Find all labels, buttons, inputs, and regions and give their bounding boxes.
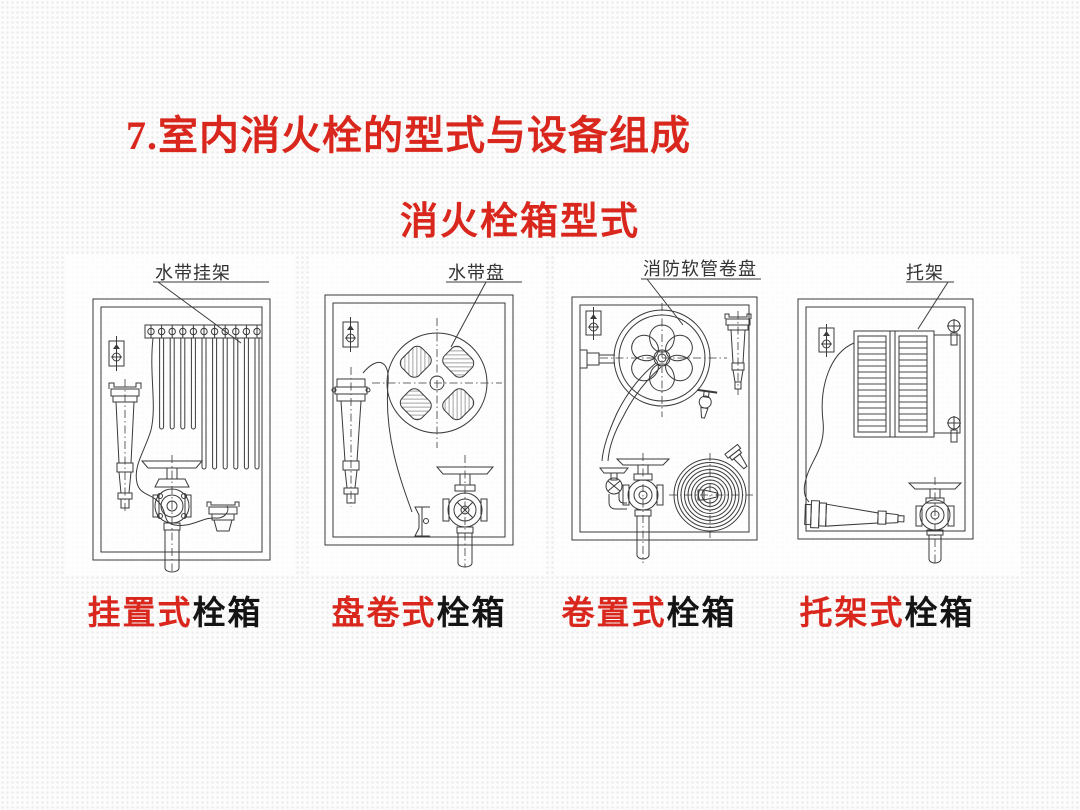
hose-coupling — [206, 501, 240, 532]
leader-line — [446, 281, 522, 348]
caption-type-text: 卷置式 — [561, 596, 667, 632]
cabinet-outline — [571, 296, 758, 541]
annotation-hose-reel-disc: 水带盘 — [448, 263, 505, 283]
fire-nozzle — [108, 379, 142, 513]
spoked-reel-wheel — [600, 303, 727, 417]
hose-rack-cabinet-drawing — [92, 281, 271, 573]
wall-bracket-clip — [414, 506, 430, 537]
soft-hose-curve — [601, 362, 662, 462]
reel-outlet-valve — [697, 388, 718, 419]
diagram-hanging-type-cabinet: 水带挂架 — [65, 255, 295, 575]
leader-line — [153, 281, 269, 344]
diagram-bracket-type-cabinet: 托架 — [790, 255, 1020, 575]
bracket-cabinet-drawing — [797, 281, 974, 565]
supply-pipe-fitting — [579, 349, 615, 369]
leader-line — [906, 281, 954, 330]
cabinet-outline — [324, 294, 514, 546]
caption-bracket-type: 托架式栓箱 — [800, 586, 975, 634]
fire-nozzle — [724, 311, 752, 395]
caption-hanging-type: 挂置式栓箱 — [88, 586, 263, 634]
hydrant-valve — [907, 477, 963, 565]
cabinet-outline — [92, 298, 271, 561]
hydrant-valve — [435, 455, 495, 568]
caption-swing-reel-type: 卷置式栓箱 — [562, 586, 737, 634]
mounting-bolts — [947, 319, 961, 443]
hydrant-valve — [140, 455, 204, 573]
diagram-reel-type-cabinet: 水带盘 — [310, 255, 545, 575]
leader-line — [641, 278, 761, 326]
caption-suffix-text: 栓箱 — [904, 596, 975, 632]
caption-type-text: 挂置式 — [87, 596, 193, 632]
slide-subtitle: 消火栓箱型式 — [400, 200, 641, 243]
caption-suffix-text: 栓箱 — [436, 596, 507, 632]
coiled-hose — [669, 453, 753, 538]
caption-suffix-text: 栓箱 — [666, 596, 737, 632]
caption-type-text: 托架式 — [799, 596, 905, 632]
annotation-fire-hose-reel: 消防软管卷盘 — [643, 259, 757, 279]
hose-curve — [362, 361, 413, 513]
hose-curve — [803, 342, 855, 503]
diagram-swing-reel-type-cabinet: 消防软管卷盘 — [555, 255, 790, 575]
hanging-hose-strips — [159, 338, 260, 470]
swing-reel-cabinet-drawing — [571, 278, 761, 563]
hose-hanging-rack — [144, 324, 263, 470]
door-handle-symbol — [108, 336, 125, 371]
slide-title: 7.室内消火栓的型式与设备组成 — [126, 112, 691, 158]
hose-reel-cabinet-drawing — [324, 281, 522, 568]
caption-type-text: 盘卷式 — [331, 596, 437, 632]
hose-reel-disc — [372, 318, 502, 448]
annotation-hose-rack: 水带挂架 — [155, 263, 231, 283]
cabinet-outline — [797, 298, 974, 540]
fire-nozzle — [331, 367, 371, 507]
caption-suffix-text: 栓箱 — [192, 596, 263, 632]
door-handle-symbol — [585, 307, 602, 340]
coil-nozzle — [724, 443, 748, 470]
door-handle-symbol — [342, 317, 359, 352]
fire-nozzle — [804, 500, 905, 529]
folded-hose-bracket — [853, 330, 961, 438]
door-handle-symbol — [818, 324, 835, 357]
annotation-bracket: 托架 — [906, 263, 944, 283]
hydrant-valve — [615, 453, 671, 563]
caption-reel-type: 盘卷式栓箱 — [332, 586, 507, 634]
rack-hooks — [147, 325, 261, 338]
shutoff-valve — [598, 467, 630, 510]
